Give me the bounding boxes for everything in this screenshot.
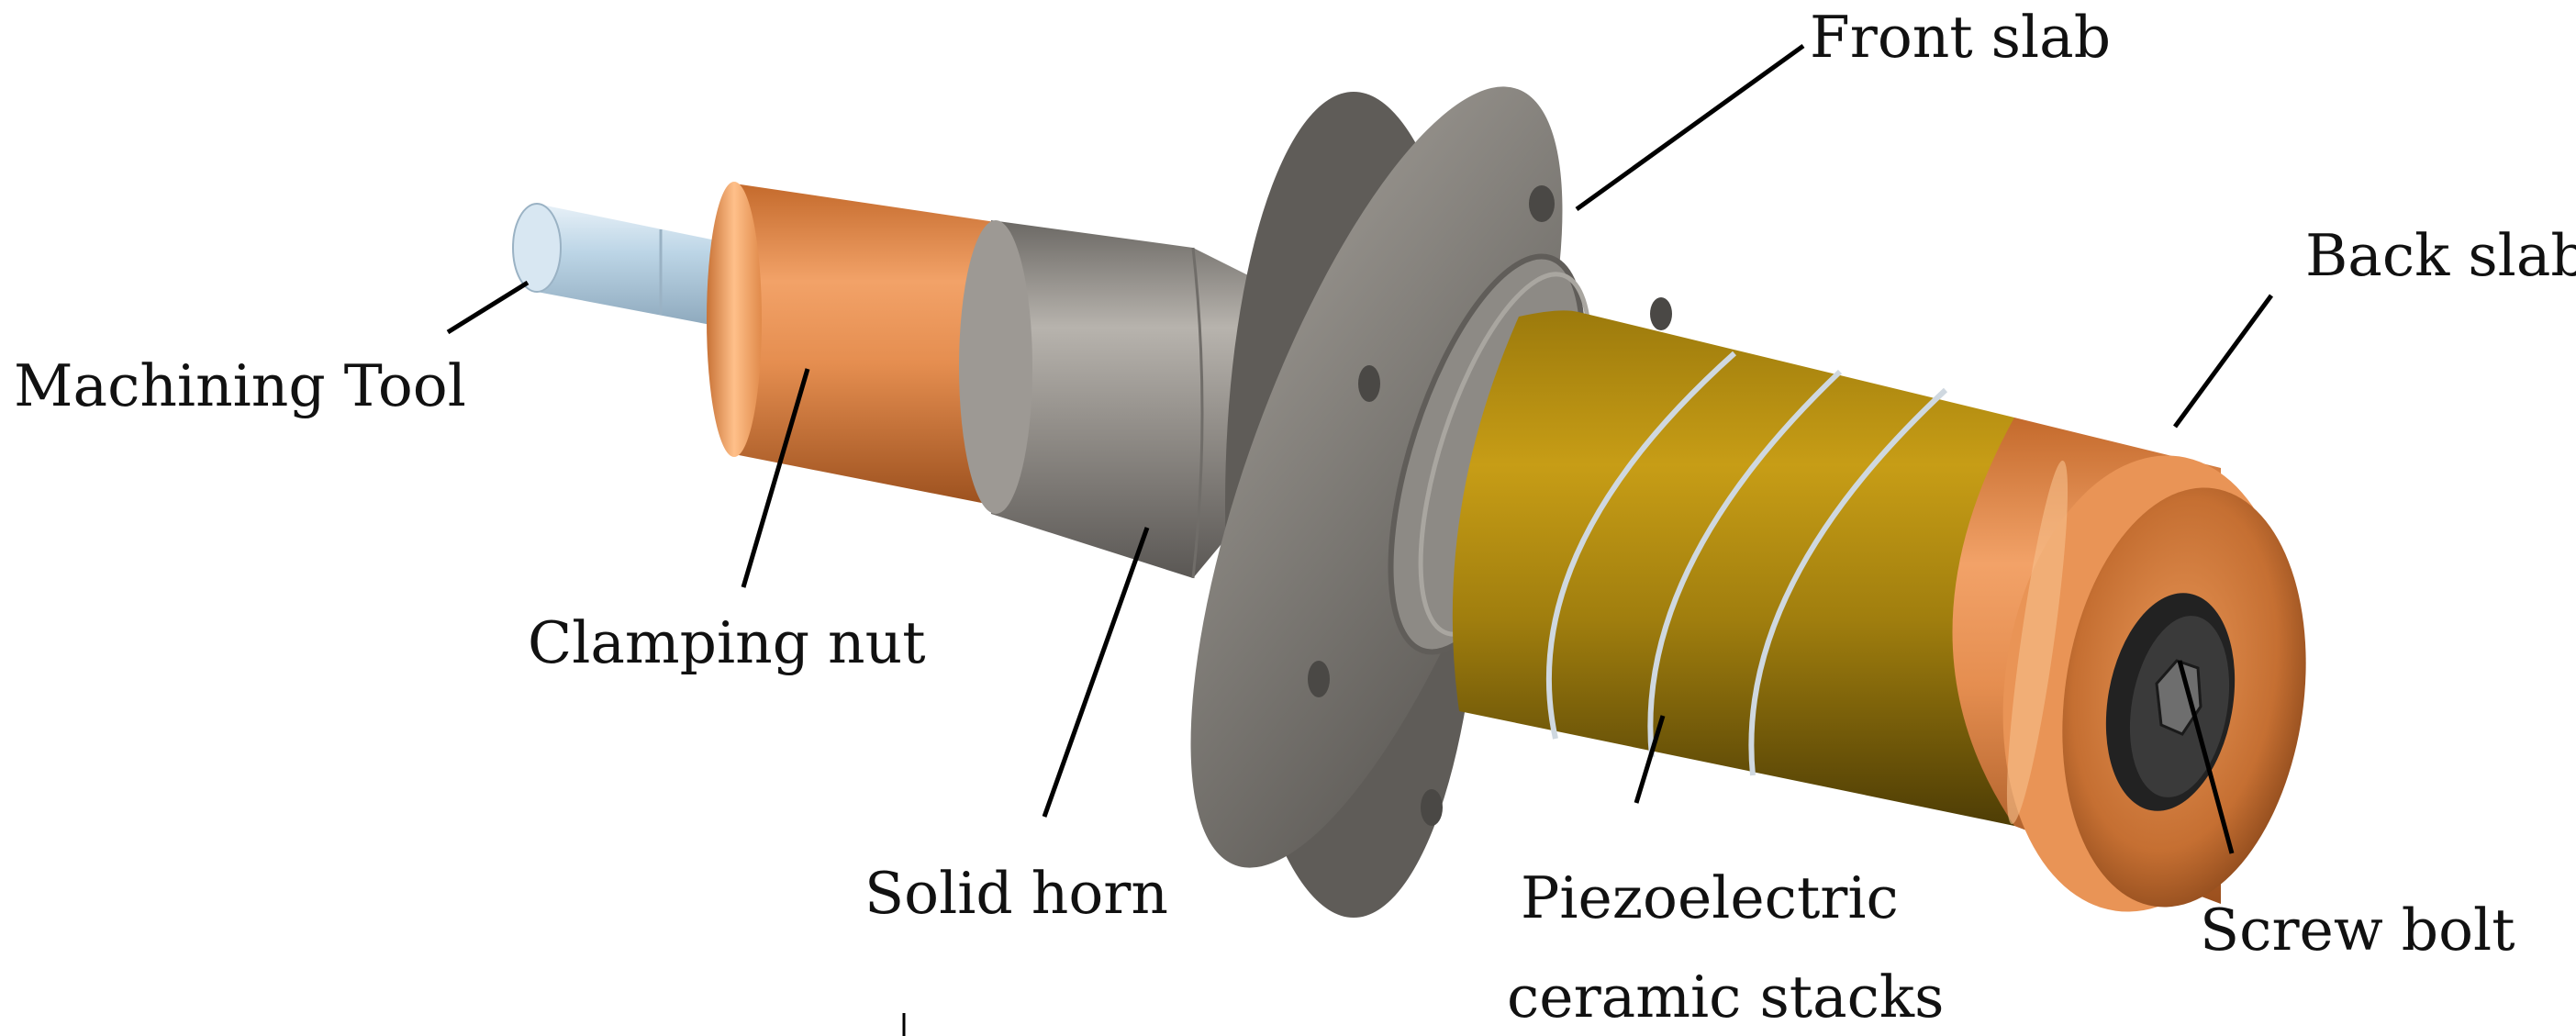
leader-clamping-nut <box>741 368 810 588</box>
bolt-hole-2 <box>1358 365 1380 402</box>
label-piezo-line2: ceramic stacks <box>1507 964 1944 1030</box>
label-front-slab: Front slab <box>1810 4 2111 71</box>
piezo-stack-part <box>1452 310 2014 826</box>
leader-back-slab <box>2172 294 2274 429</box>
machining-tool-part <box>512 203 716 326</box>
label-screw-bolt: Screw bolt <box>2200 897 2515 964</box>
solid-horn-part <box>959 220 1285 579</box>
hexagon-socket-icon <box>2155 659 2202 736</box>
leader-lines <box>446 43 2274 1036</box>
screw-bolt-part <box>2105 593 2236 811</box>
leader-solid-horn <box>1042 527 1150 818</box>
label-machining-tool: Machining Tool <box>14 352 466 419</box>
bolt-hole-3 <box>1308 661 1330 697</box>
label-back-slab: Back slab <box>2305 222 2576 289</box>
leader-machining-tool <box>446 280 530 335</box>
label-solid-horn: Solid horn <box>864 860 1168 927</box>
leader-screw-bolt <box>2177 660 2235 854</box>
bolt-hole-5 <box>1650 297 1672 330</box>
label-clamping-nut: Clamping nut <box>528 609 926 676</box>
leader-front-slab <box>1575 43 1805 212</box>
bolt-hole-1 <box>1529 185 1555 222</box>
label-piezo-line1: Piezoelectric <box>1521 864 1899 931</box>
leader-piezo <box>1634 715 1666 804</box>
bolt-hole-4 <box>1421 789 1443 826</box>
